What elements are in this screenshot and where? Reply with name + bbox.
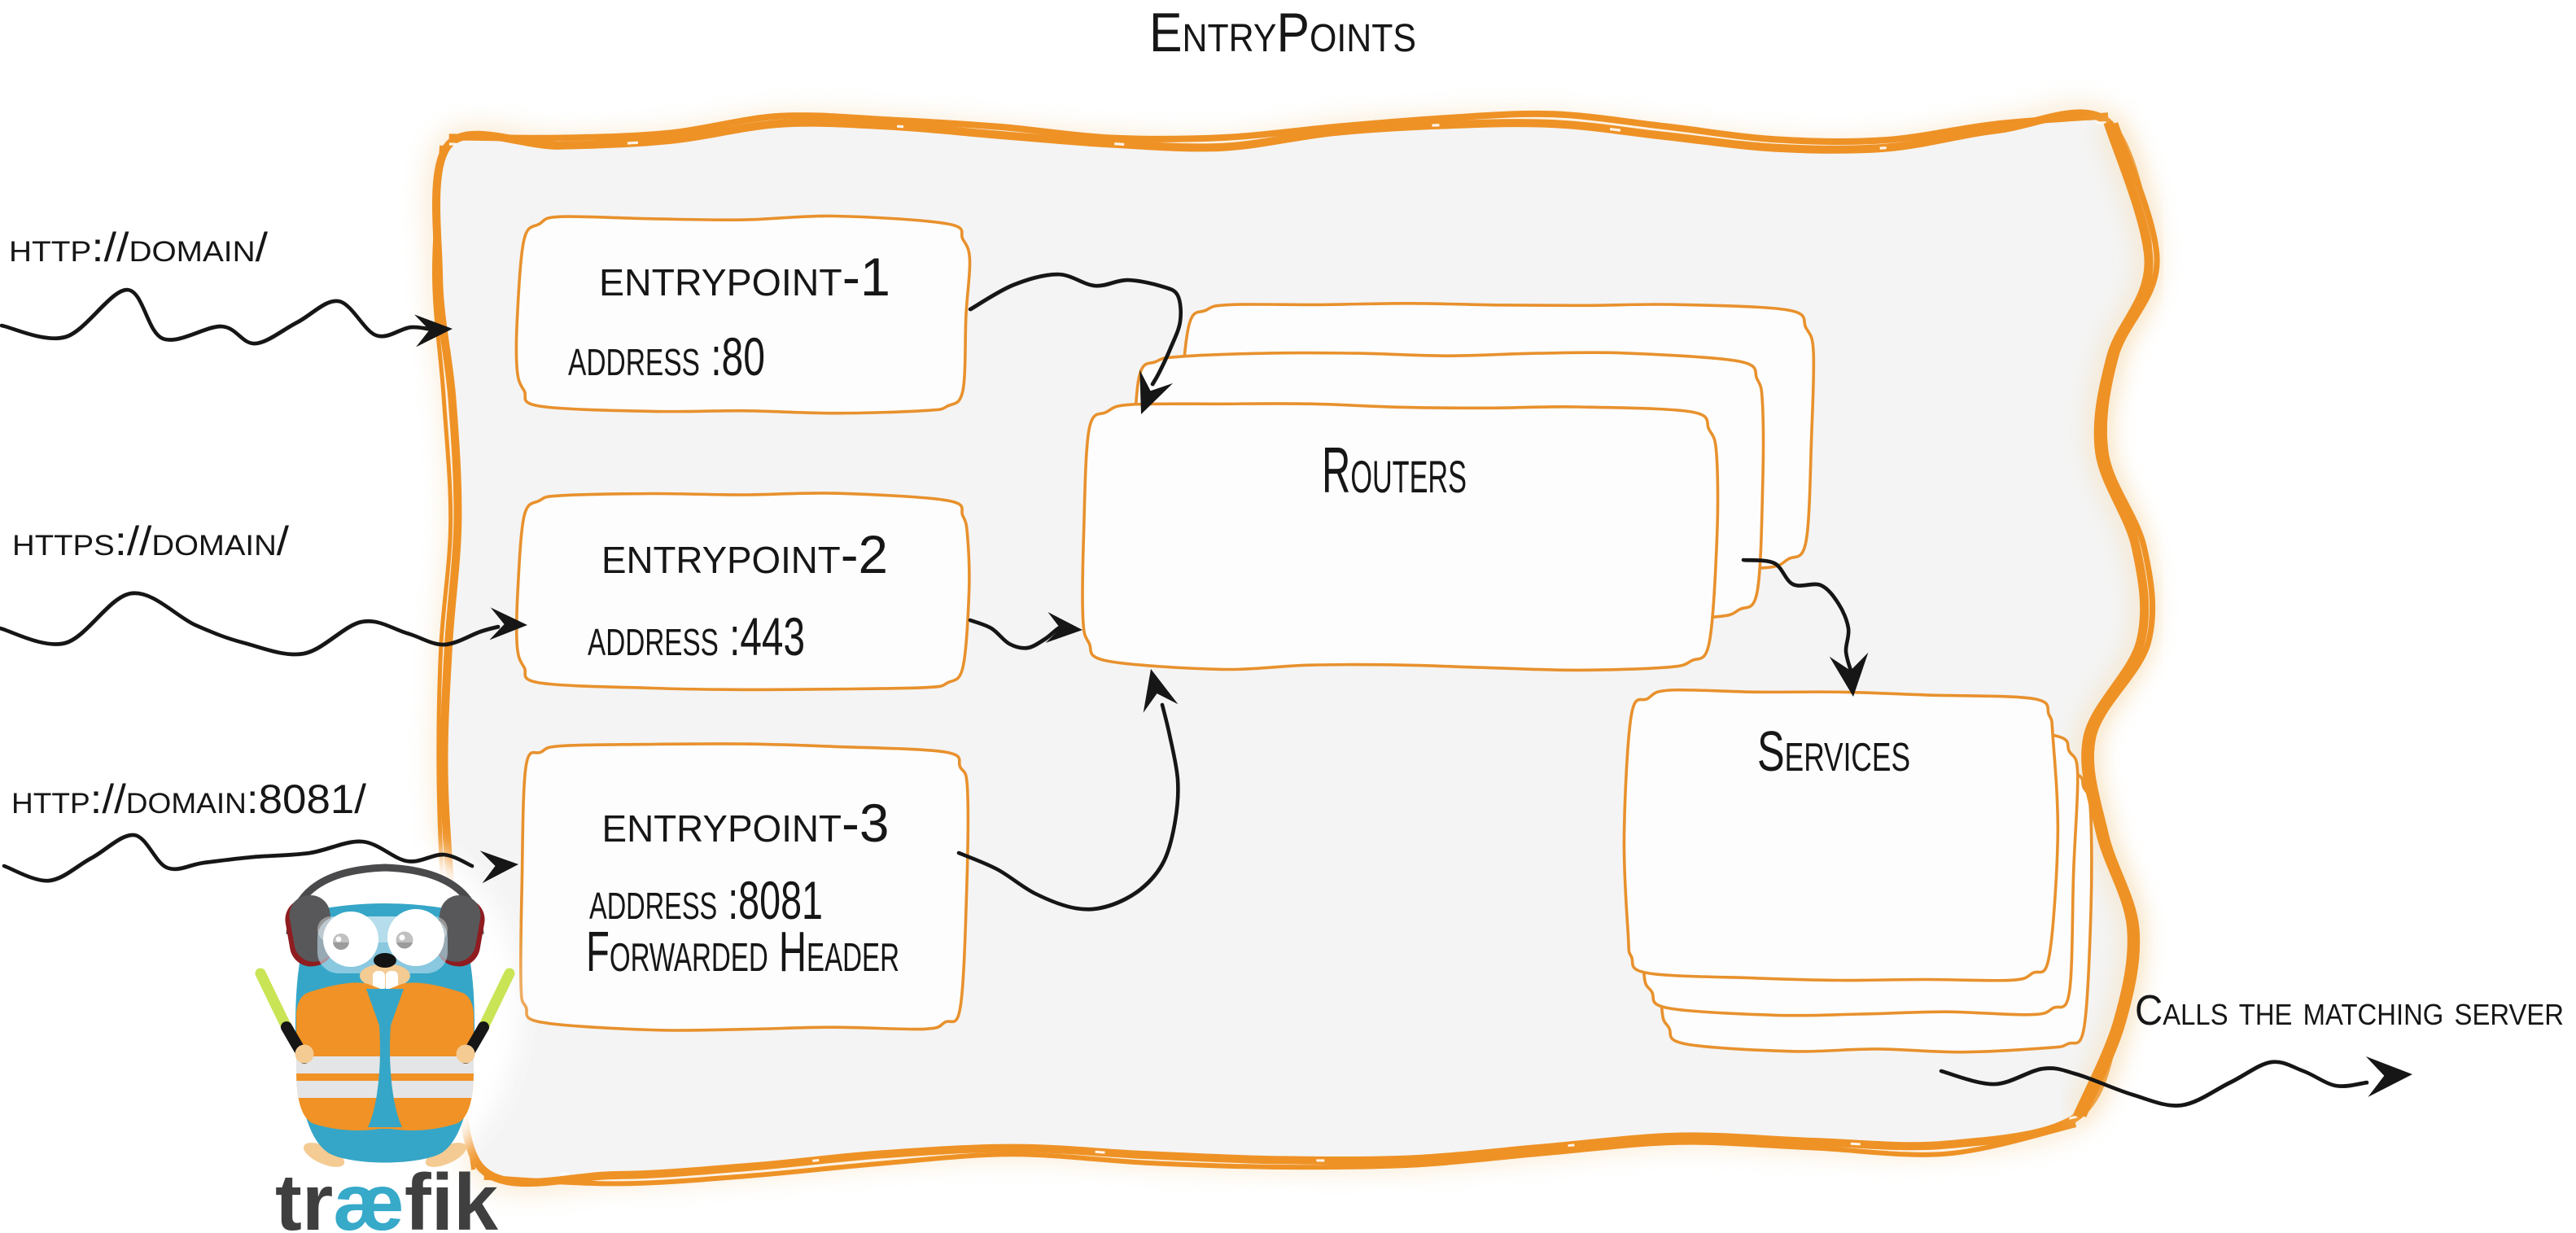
svg-text:entrypoint-2: entrypoint-2 <box>601 524 888 584</box>
svg-text:Calls the matching server: Calls the matching server <box>2135 987 2564 1034</box>
svg-text:http://domain:8081/: http://domain:8081/ <box>11 776 366 822</box>
svg-text:entrypoint-1: entrypoint-1 <box>599 247 890 307</box>
svg-text:træfik: træfik <box>275 1157 498 1233</box>
svg-text:Routers: Routers <box>1322 434 1467 506</box>
svg-text:entrypoint-3: entrypoint-3 <box>602 793 890 853</box>
svg-text:Forwarded Header: Forwarded Header <box>586 920 899 983</box>
svg-text:address :80: address :80 <box>568 326 765 387</box>
svg-text:address :443: address :443 <box>588 606 805 667</box>
svg-text:http://domain/: http://domain/ <box>9 225 268 270</box>
svg-text:https://domain/: https://domain/ <box>12 518 289 564</box>
svg-text:Services: Services <box>1757 719 1910 783</box>
svg-text:EntryPoints: EntryPoints <box>1149 2 1416 63</box>
svg-text:address :8081: address :8081 <box>589 870 823 930</box>
